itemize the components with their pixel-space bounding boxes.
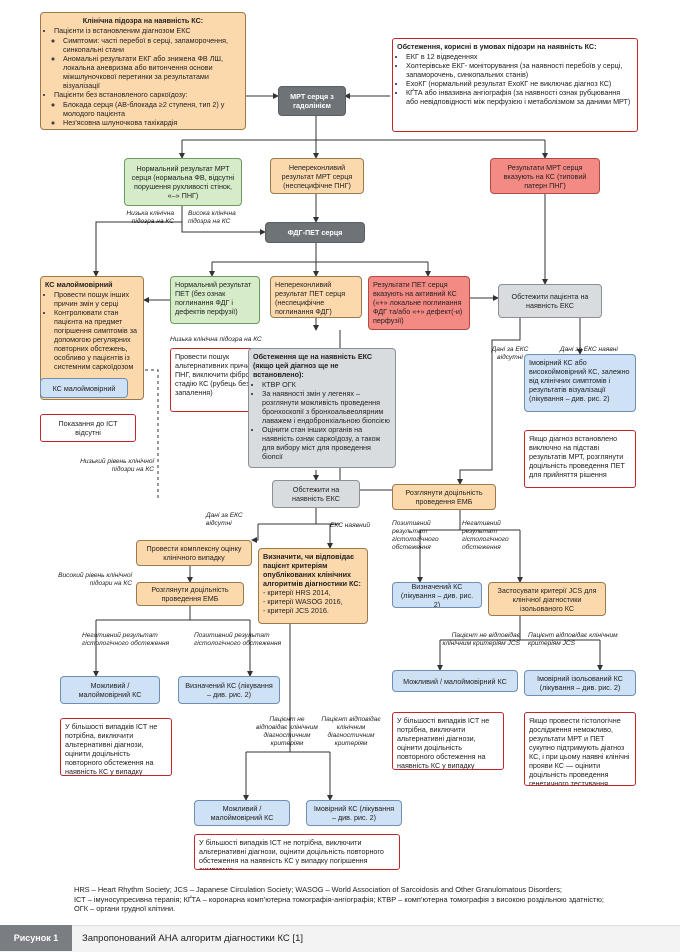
pet-normal-node: Нормальний результат ПЕТ (без ознак погл… — [170, 276, 260, 324]
extracardiac-tests-title: Обстеження ще на наявність ЕКС (якщо цей… — [253, 352, 373, 379]
label-criteria-yes: Пацієнт відповідає клінічним діагностичн… — [321, 716, 381, 747]
label-negative-histology-1: Негативний результат гістологічного обст… — [462, 520, 509, 551]
pet-uncertain-node: Непереконливий результат ПЕТ серця (несп… — [270, 276, 362, 318]
cs-unlikely-small-node: КС малоймовірний — [40, 378, 128, 398]
ist-note-3: У більшості випадків ІСТ не потрібна, ви… — [194, 834, 400, 870]
figure-tag: Рисунок 1 — [0, 925, 72, 951]
possible-cs-node-2: Можливий / малоймовірний КС — [392, 670, 518, 692]
criteria-title: Визначити, чи відповідає пацієнт критері… — [263, 552, 361, 588]
list-item: Холтерівське ЕКГ- моніторування (за наяв… — [406, 61, 633, 79]
label-low-level-suspicion: Низький рівень клінічної підозри на КС — [80, 458, 154, 473]
definite-cs-node-1: Визначений КС (лікування – див. рис. 2) — [392, 582, 482, 608]
list-item: Пацієнти із встановленим діагнозом ЕКС С… — [54, 26, 241, 90]
criteria-item: - критерії HRS 2014, — [263, 588, 331, 597]
label-eks-present-2: ЕКС наявний — [330, 522, 371, 529]
list-item: Оцінити стан інших органів на наявність … — [262, 425, 391, 461]
criteria-item: - критерії WASOG 2016, — [263, 597, 343, 606]
ist-note-1: У більшості випадків ІСТ не потрібна, ви… — [60, 718, 172, 776]
label-low-suspicion-pet: Низька клінічна підозра на КС — [170, 336, 262, 343]
abbreviation-line: ІСТ – імуносупресивна терапія; КҐТА – ко… — [74, 894, 604, 904]
possible-cs-node-3: Можливий / малоймовірний КС — [194, 800, 290, 826]
ist-not-indicated-note: Показання до ІСТ відсутні — [40, 414, 136, 442]
consider-emb-node-1: Розглянути доцільність проведення ЕМБ — [392, 484, 496, 510]
examine-eks-node-2: Обстежити на наявність ЕКС — [272, 480, 360, 508]
abbreviation-line: ОГК – органи грудної клітини. — [74, 904, 176, 914]
criteria-box: Визначити, чи відповідає пацієнт критері… — [258, 548, 368, 624]
label-criteria-no: Пацієнт не відповідає клінічним діагност… — [256, 716, 318, 747]
jcs-criteria-node: Застосувати критерії JCS для клінічної д… — [488, 582, 606, 616]
figure-caption-bar — [0, 925, 680, 952]
cs-unlikely-list: Провести пошук інших причин змін у серці… — [45, 290, 139, 371]
clinical-assessment-node: Провести комплексну оцінку клінічного ви… — [136, 540, 252, 566]
list-item: Нез'ясовна шлуночкова тахікардія — [63, 118, 241, 127]
list-item: Симптоми: часті перебої в серці, запамор… — [63, 36, 241, 54]
clinical-suspicion-box: Клінічна підозра на наявність КС: Пацієн… — [40, 12, 246, 130]
label-negative-histology-2: Негативний результат гістологічного обст… — [82, 632, 170, 647]
label-high-level-suspicion: Високий рівень клінічної підозри на КС — [58, 572, 132, 587]
mri-normal-node: Нормальний результат МРТ серця (нормальн… — [124, 158, 242, 206]
examine-eks-node-1: Обстежити пацієнта на наявність ЕКС — [498, 284, 602, 318]
label-low-suspicion-1: Низька клінічна підозра на КС — [126, 210, 174, 225]
useful-tests-box: Обстеження, корисні в умовах підозри на … — [392, 38, 638, 132]
useful-tests-title: Обстеження, корисні в умовах підозри на … — [397, 42, 597, 51]
genetic-testing-note: Якщо провести гістологічне дослідження н… — [524, 712, 636, 786]
mri-node: МРТ серця з гадолінієм — [278, 86, 346, 116]
mri-positive-node: Результати МРТ серця вказують на КС (тип… — [490, 158, 600, 194]
probable-cs-node: Імовірний КС або високоймовірний КС, зал… — [524, 354, 636, 412]
list-item: ЕхоКГ (нормальний результат ЕхоКГ не вик… — [406, 79, 633, 88]
mri-uncertain-node: Непереконливий результат МРТ серця (несп… — [270, 158, 364, 194]
extracardiac-tests-box: Обстеження ще на наявність ЕКС (якщо цей… — [248, 348, 396, 468]
label-high-suspicion-1: Висока клінічна підозра на КС — [188, 210, 236, 225]
pet-node: ФДГ-ПЕТ серця — [265, 222, 365, 243]
label-eks-present-1: Дані за ЕКС наявні — [560, 346, 618, 353]
probable-cs-node-3: Імовірний КС (лікування – див. рис. 2) — [306, 800, 402, 826]
list-item: Контролювати стан пацієнта на предмет по… — [54, 308, 139, 371]
abbreviation-line: HRS – Heart Rhythm Society; JCS – Japane… — [74, 885, 562, 894]
list-item: ЕКГ в 12 відведеннях — [406, 52, 633, 61]
ist-note-2: У більшості випадків ІСТ не потрібна, ви… — [392, 712, 504, 770]
consider-emb-node-2: Розглянути доцільність проведення ЕМБ — [136, 582, 244, 606]
label-positive-histology-1: Позитивний результат гістологічного обст… — [392, 520, 439, 551]
list-item: За наявності змін у легенях – розглянути… — [262, 389, 391, 425]
list-item: КҐТА або інвазивна ангіографія (за наявн… — [406, 88, 633, 106]
list-item: Блокада серця (АВ-блокада ≥2 ступеня, ти… — [63, 100, 241, 118]
label-jcs-yes: Пацієнт відповідає клінічним критеріям J… — [528, 632, 618, 647]
list-item: КТВР ОГК — [262, 380, 391, 389]
label-eks-absent-1: Дані за ЕКС відсутні — [491, 346, 529, 361]
label-jcs-no: Пацієнт не відповідає клінічним критерія… — [442, 632, 520, 647]
list-item: Провести пошук інших причин змін у серці — [54, 290, 139, 308]
definite-cs-node-2: Визначений КС (лікування – див. рис. 2) — [178, 676, 280, 704]
pet-positive-node: Результати ПЕТ серця вказують на активни… — [368, 276, 470, 330]
clinical-suspicion-title: Клінічна підозра на наявність КС: — [82, 16, 204, 25]
extracardiac-tests-list: КТВР ОГК За наявності змін у легенях – р… — [253, 380, 391, 461]
abbreviations: HRS – Heart Rhythm Society; JCS – Japane… — [74, 885, 664, 914]
useful-tests-list: ЕКГ в 12 відведеннях Холтерівське ЕКГ- м… — [397, 52, 633, 106]
probable-isolated-cs-node: Імовірний ізольований КС (лікування – ди… — [524, 670, 636, 696]
cs-unlikely-title: КС малоймовірний — [45, 280, 113, 289]
clinical-suspicion-list: Пацієнти із встановленим діагнозом ЕКС С… — [45, 26, 241, 127]
figure-caption: Запропонований АНА алгоритм діагностики … — [82, 932, 303, 944]
list-item: Пацієнти без встановленого саркоїдозу: Б… — [54, 90, 241, 127]
possible-cs-node-1: Можливий / малоймовірний КС — [60, 676, 160, 704]
diagnosis-mri-only-note: Якщо діагноз встановлено виключно на під… — [524, 430, 636, 488]
label-eks-absent-2: Дані за ЕКС відсутні — [206, 512, 243, 527]
label-positive-histology-2: Позитивний результат гістологічного обст… — [194, 632, 282, 647]
criteria-item: - критерії JCS 2016. — [263, 606, 329, 615]
list-item: Аномальні результати ЕКГ або знижена ФВ … — [63, 54, 241, 90]
